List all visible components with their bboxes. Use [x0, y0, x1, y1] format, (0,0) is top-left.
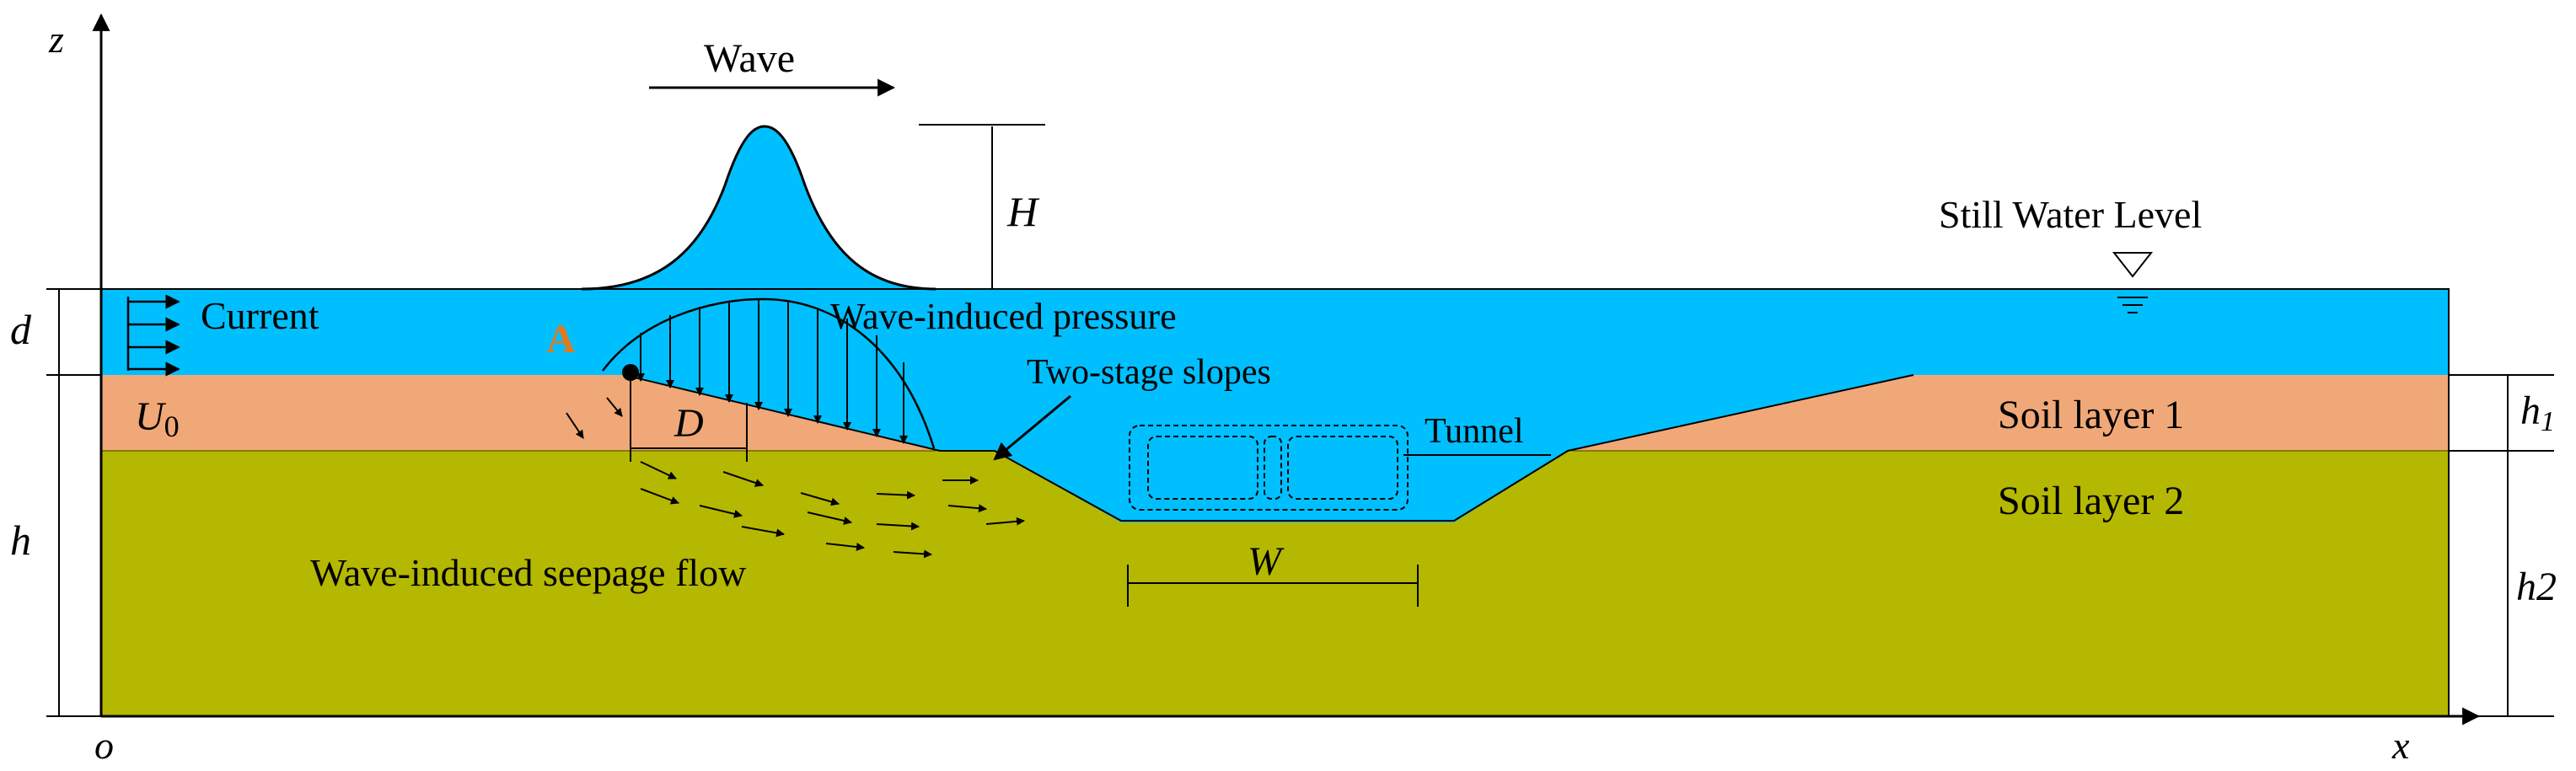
soil-layer-1-label: Soil layer 1	[1998, 393, 2184, 437]
inverted-triangle-icon	[2112, 252, 2154, 313]
water-body	[101, 289, 2449, 522]
seepage-flow-arrows	[566, 397, 1025, 559]
two-stage-slopes-label: Two-stage slopes	[1027, 353, 1271, 392]
wave-crest	[582, 126, 936, 289]
wave-label: Wave	[704, 36, 795, 81]
layer2-thickness-label: h2	[2516, 565, 2557, 609]
current-velocity-symbol: U	[135, 394, 167, 439]
wave-height-label: H	[1006, 188, 1040, 235]
origin-label: o	[94, 724, 114, 767]
layer1-thickness-label: h1	[2520, 388, 2555, 437]
trench-outline	[623, 374, 1914, 522]
water-depth-label: d	[10, 306, 32, 353]
seabed-thickness-label: h	[10, 517, 31, 564]
wave-induced-pressure-label: Wave-induced pressure	[830, 296, 1177, 337]
layer1-thickness-symbol: h	[2520, 388, 2541, 433]
current-velocity-label: U0	[135, 394, 180, 443]
current-label: Current	[201, 294, 319, 337]
current-velocity-subscript: 0	[164, 410, 180, 443]
two-stage-slopes-pointer	[993, 394, 1071, 461]
point-a-label: A	[546, 317, 576, 361]
pressure-arrows	[636, 300, 908, 444]
pressure-envelope	[602, 297, 936, 449]
trench-width-label: W	[1248, 539, 1285, 584]
layer1-thickness-subscript: 1	[2541, 406, 2555, 437]
seepage-flow-label: Wave-induced seepage flow	[310, 551, 747, 594]
current-arrows	[126, 294, 180, 377]
soil-layer-2-label: Soil layer 2	[1998, 479, 2184, 523]
point-a-marker	[622, 364, 639, 381]
tunnel-label: Tunnel	[1425, 412, 1524, 451]
z-axis-label: z	[48, 18, 64, 61]
still-water-level-label: Still Water Level	[1939, 193, 2202, 236]
wave-profile-line	[581, 125, 936, 291]
burial-depth-label: D	[674, 401, 704, 446]
x-axis-label: x	[2391, 724, 2410, 767]
tunnel-cross-section	[1129, 425, 1409, 511]
